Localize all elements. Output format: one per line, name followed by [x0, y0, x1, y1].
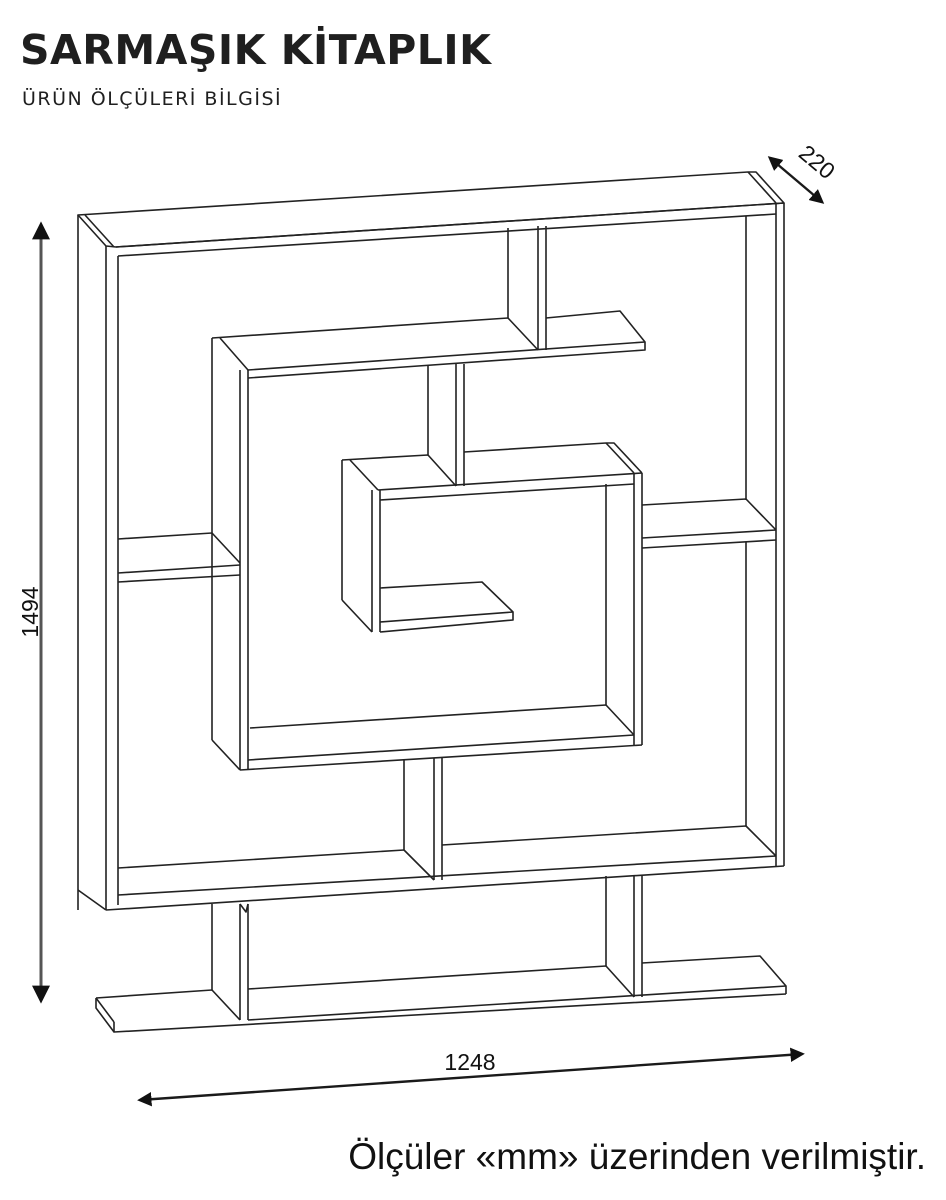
width-dimension: 1248 — [137, 1047, 805, 1107]
outer-frame — [77, 171, 785, 911]
center-box — [239, 442, 643, 771]
depth-dimension: 220 — [767, 140, 840, 204]
units-note: Ölçüler «mm» üzerinden verilmiştir. — [348, 1136, 926, 1177]
height-label: 1494 — [17, 586, 43, 637]
height-dimension: 1494 — [17, 221, 50, 1004]
right-side-shelf — [641, 498, 777, 549]
left-side-shelf — [117, 532, 241, 583]
product-title: SARMAŞIK KİTAPLIK — [20, 26, 492, 74]
depth-label: 220 — [794, 140, 840, 185]
center-divider — [427, 364, 465, 486]
upper-shelf-group — [211, 226, 646, 771]
base-stand — [95, 875, 787, 1033]
width-label: 1248 — [444, 1049, 495, 1075]
product-subtitle: ÜRÜN ÖLÇÜLERİ BİLGİSİ — [22, 88, 283, 110]
lower-dividers — [403, 758, 443, 881]
